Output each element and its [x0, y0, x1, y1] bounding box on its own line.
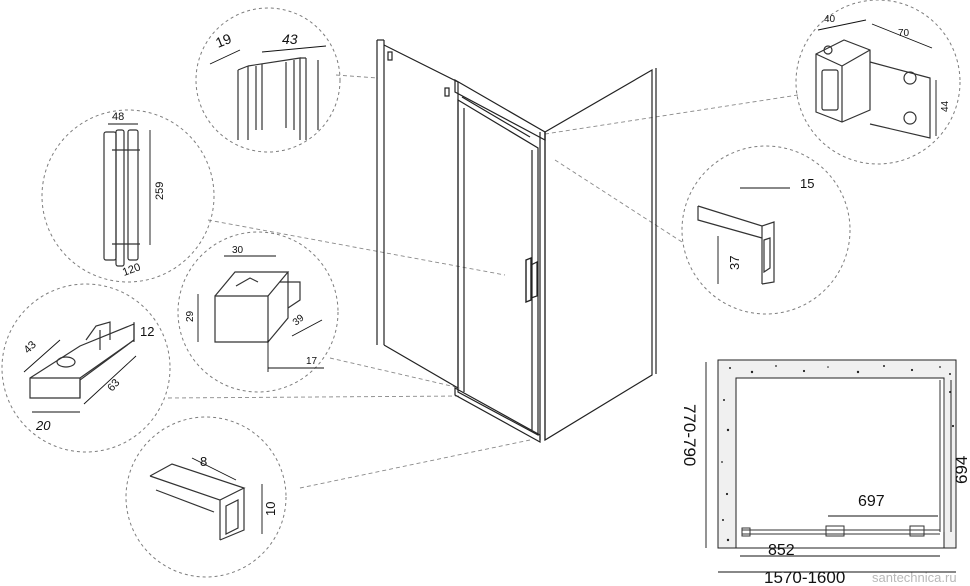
plan-dim-outer-height: 694: [952, 456, 970, 484]
roller-dim-20: 20: [35, 418, 51, 433]
roller-dim-43: 43: [22, 339, 39, 356]
profile-dim-19: 19: [213, 30, 234, 51]
roller-dim-12: 12: [140, 324, 154, 339]
handle-dim-259: 259: [154, 182, 166, 200]
plan-dim-total: 1570-1600: [764, 568, 845, 586]
track-dim-37: 37: [727, 256, 742, 270]
watermark: santechnica.ru: [872, 570, 957, 585]
handle-dim-48: 48: [112, 111, 124, 123]
plan-dim-fixed: 852: [768, 542, 795, 559]
profile-dim-43: 43: [282, 31, 298, 47]
wall-dim-40: 40: [824, 14, 836, 25]
detail-roller: 43 12 63 20: [22, 321, 154, 433]
detail-wall-bracket: 40 70 44: [815, 14, 951, 139]
detail-handle: 48 259 120: [103, 111, 166, 279]
wall-dim-44: 44: [940, 100, 951, 112]
detail-track: 15 37: [697, 176, 814, 285]
bracket-dim-17: 17: [306, 356, 318, 367]
bracket-dim-29: 29: [185, 310, 196, 322]
detail-rail: 8 10: [149, 454, 278, 541]
bracket-dim-39: 39: [291, 312, 307, 328]
wall-dim-70: 70: [898, 28, 910, 39]
plan-dim-inner-height: 770-790: [680, 404, 699, 466]
rail-dim-8: 8: [200, 454, 207, 469]
detail-bracket: 30 29 39 17: [185, 245, 324, 372]
plan-wall-speckle: [721, 365, 955, 542]
detail-profile: 19 43: [209, 30, 327, 140]
rail-dim-10: 10: [263, 502, 278, 516]
enclosure-drawing: [376, 39, 657, 444]
plan-dim-door: 697: [858, 493, 885, 510]
track-dim-15: 15: [800, 176, 814, 191]
roller-dim-63: 63: [105, 377, 122, 394]
handle-dim-120: 120: [121, 261, 142, 279]
plan-view: 770-790 694 697 852 1570-1600: [680, 359, 970, 586]
detail-circles: [1, 0, 961, 578]
leader-lines: [167, 74, 799, 489]
bracket-dim-30: 30: [232, 245, 244, 256]
